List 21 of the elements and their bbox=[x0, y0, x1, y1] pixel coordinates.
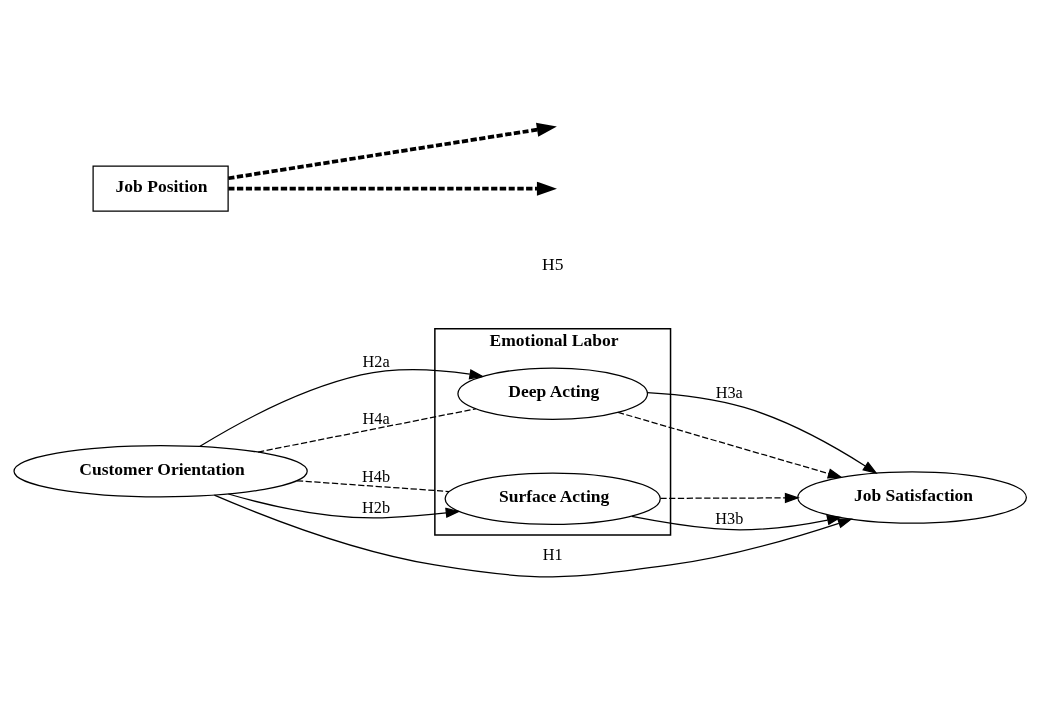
arrow bbox=[199, 369, 485, 447]
arrow bbox=[228, 181, 557, 196]
edge-label: H4b bbox=[362, 467, 391, 486]
edge-label: H3b bbox=[715, 510, 744, 529]
label: H5 bbox=[542, 253, 564, 274]
arrow bbox=[617, 411, 843, 479]
node-box: Job Position bbox=[92, 165, 229, 212]
node-ellipse: Customer Orientation bbox=[13, 444, 308, 498]
connector bbox=[296, 480, 450, 493]
edge-label: H4a bbox=[362, 410, 390, 429]
arrow bbox=[228, 122, 557, 181]
edge-label: H1 bbox=[542, 546, 563, 565]
edge-label: H2a bbox=[362, 352, 390, 371]
arrow bbox=[659, 492, 800, 504]
arrow bbox=[227, 493, 461, 519]
edge-label: H2b bbox=[362, 498, 391, 517]
arrow bbox=[646, 392, 878, 474]
connector bbox=[257, 408, 477, 453]
arrow bbox=[631, 515, 843, 531]
arrow bbox=[213, 494, 853, 578]
edge-label: H3a bbox=[715, 383, 743, 402]
